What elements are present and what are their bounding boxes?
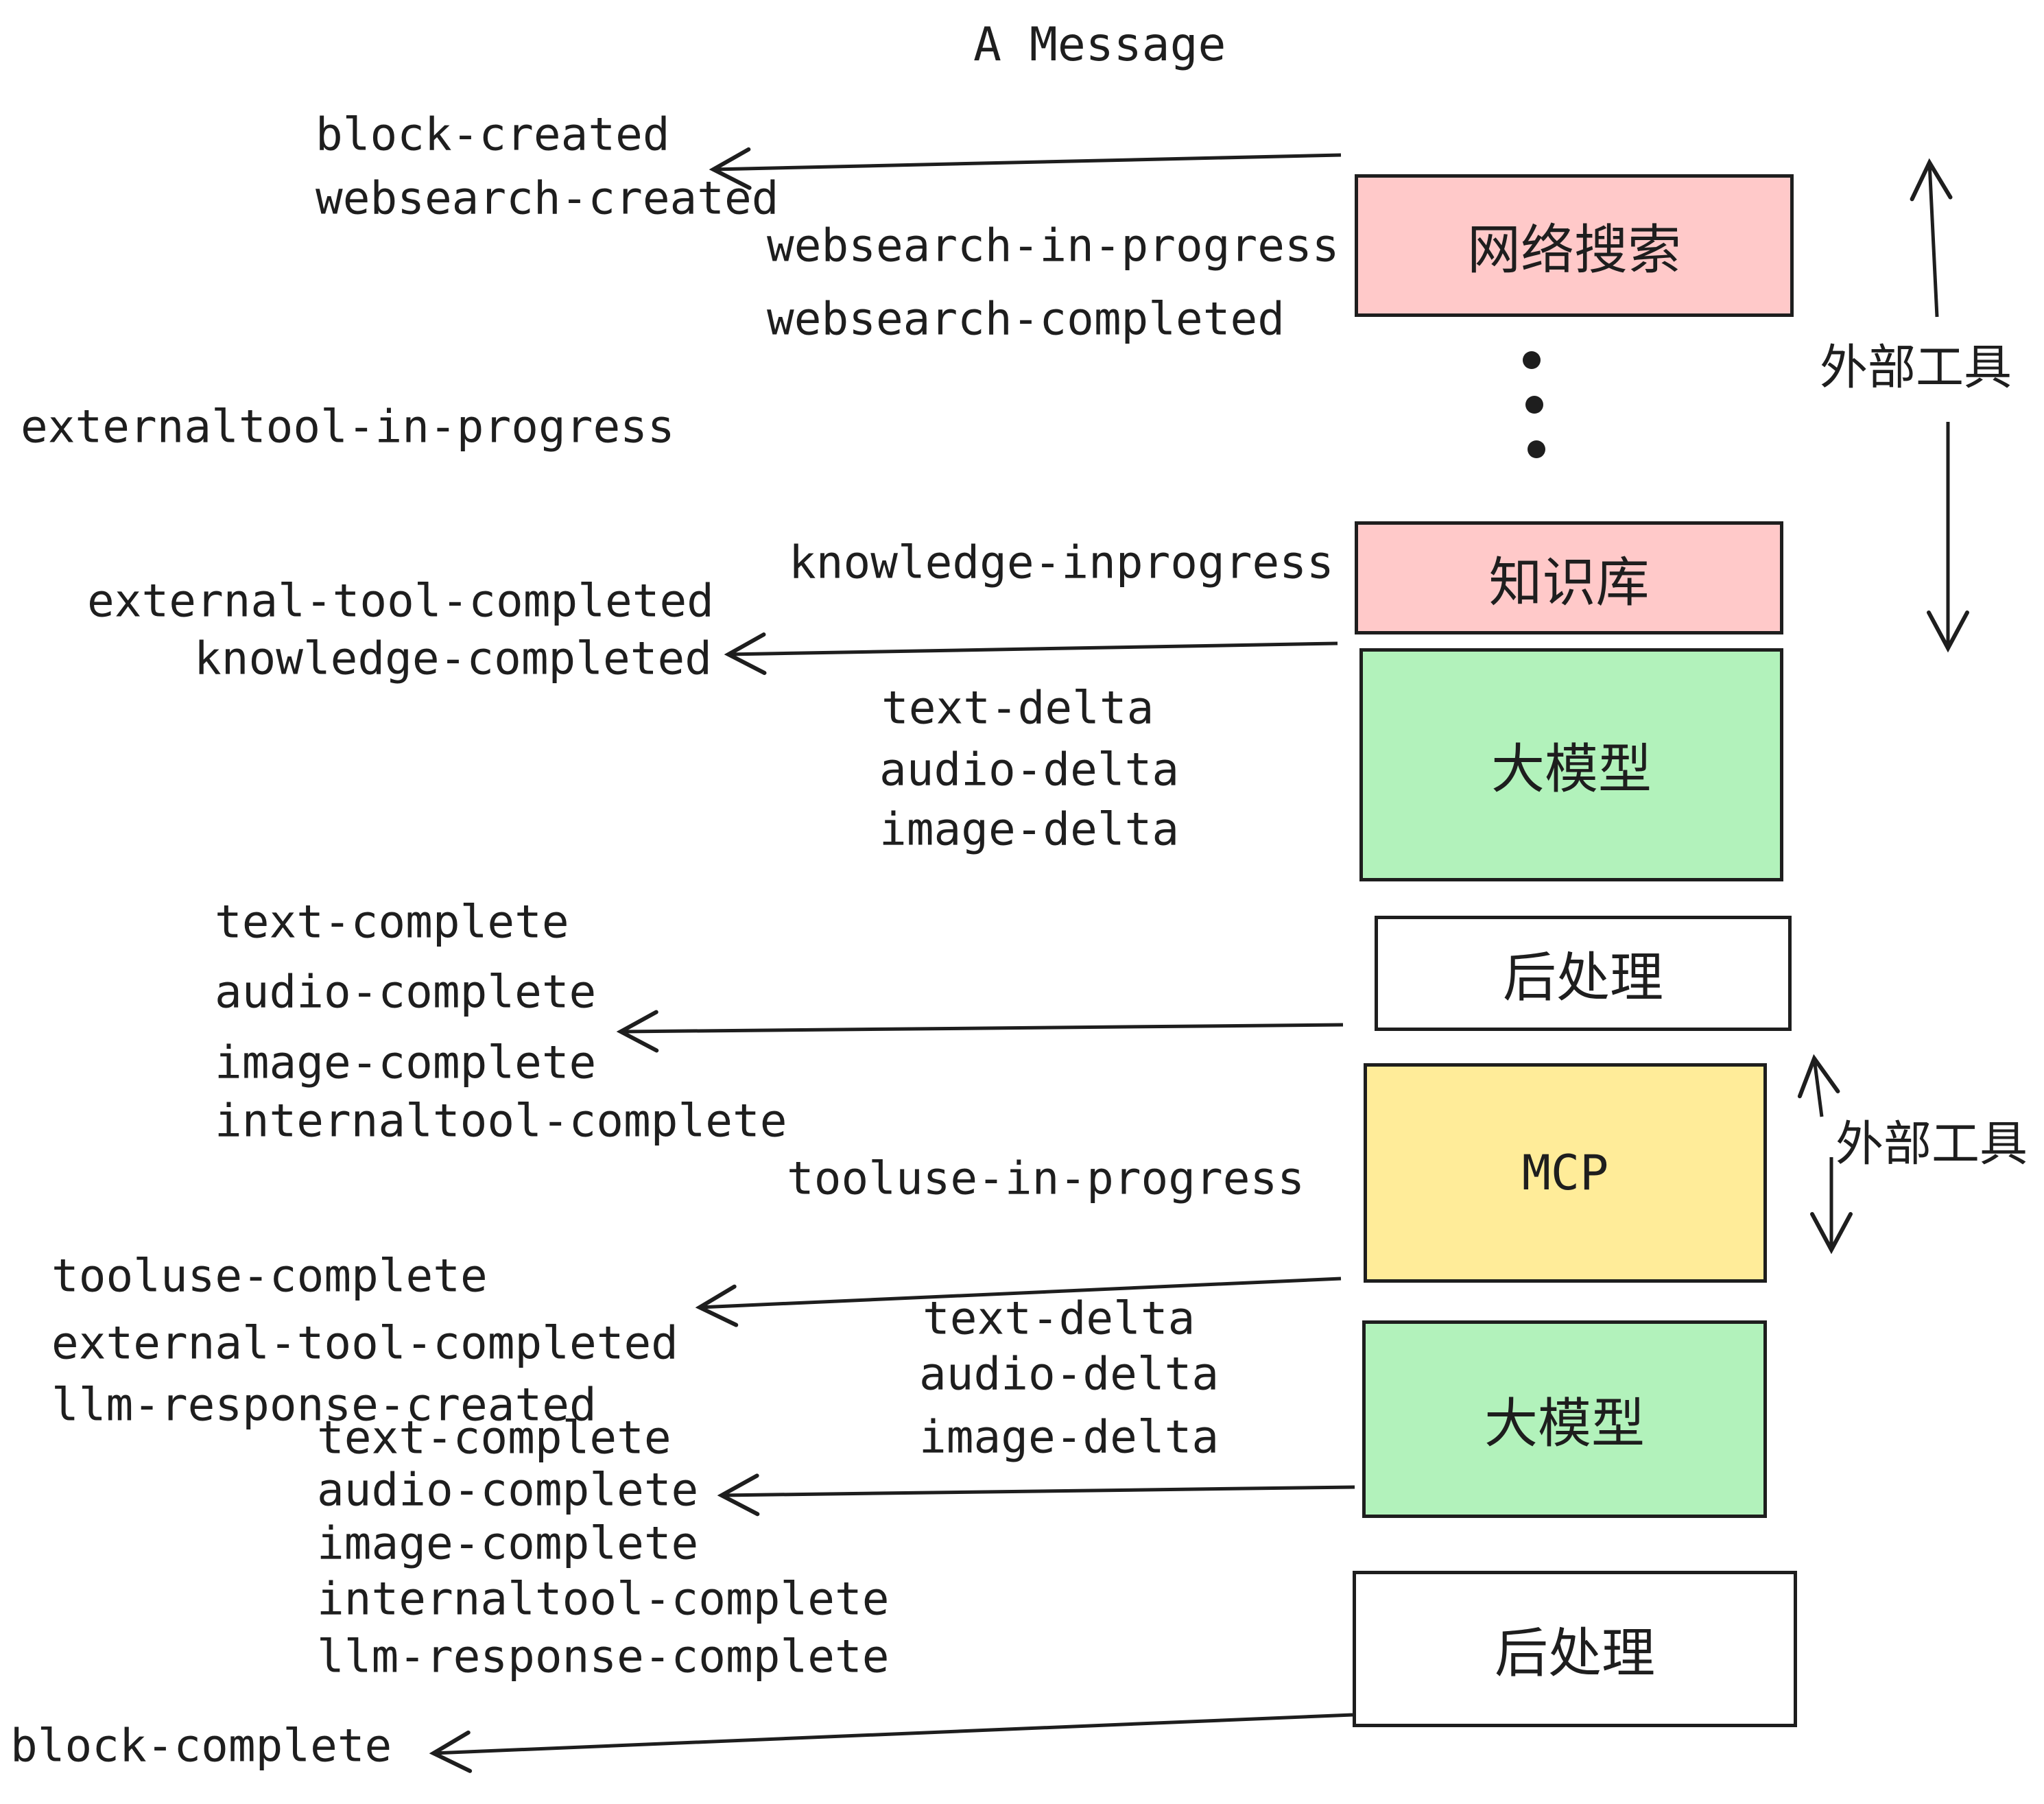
box-llm-top-label: 大模型	[1490, 739, 1652, 800]
arrow-to-block-complete	[429, 1713, 1353, 1773]
event-label-llm-response-complete: llm-response-complete	[317, 1630, 890, 1683]
event-label-block-created: block-created	[316, 108, 670, 161]
box-knowledge: 知识库	[1355, 521, 1783, 634]
event-label-text-complete-1: text-complete	[215, 895, 569, 949]
event-label-internaltool-complete-2: internaltool-complete	[317, 1572, 890, 1626]
arrow-llm-to-audio-complete	[717, 1473, 1355, 1517]
external-tools-label-mcp: 外部工具	[1835, 1115, 2028, 1172]
box-mcp: MCP	[1364, 1063, 1767, 1283]
event-label-external-tool-completed-2: external-tool-completed	[51, 1316, 678, 1370]
event-label-image-complete-1: image-complete	[215, 1036, 597, 1089]
event-label-websearch-completed: websearch-completed	[767, 292, 1285, 346]
external-tools-label-top: 外部工具	[1820, 339, 2012, 396]
arrow-websearch-to-block-created	[709, 147, 1342, 190]
box-mcp-label: MCP	[1521, 1145, 1609, 1201]
box-llm-bottom-label: 大模型	[1484, 1393, 1645, 1455]
arrow-to-knowledge-completed	[724, 632, 1338, 676]
ellipsis-dot	[1525, 396, 1543, 414]
box-postprocess-bottom: 后处理	[1353, 1571, 1797, 1727]
event-label-audio-complete-1: audio-complete	[215, 965, 597, 1019]
event-label-tooluse-complete: tooluse-complete	[51, 1249, 488, 1303]
ellipsis-dot	[1528, 440, 1545, 458]
box-websearch-label: 网络搜索	[1466, 219, 1681, 281]
event-label-block-complete: block-complete	[10, 1719, 392, 1772]
box-llm-top: 大模型	[1359, 648, 1783, 881]
external-tools-top-up-arrow	[1910, 158, 1953, 318]
arrow-mcp-to-tooluse-complete	[695, 1277, 1342, 1327]
event-label-audio-delta-2: audio-delta	[919, 1347, 1220, 1401]
event-label-external-tool-completed-1: external-tool-completed	[87, 574, 714, 628]
event-label-text-delta-2: text-delta	[923, 1292, 1196, 1345]
external-tools-mcp-up-arrow	[1797, 1054, 1840, 1117]
box-postprocess-bottom-label: 后处理	[1494, 1623, 1655, 1685]
box-postprocess-top: 后处理	[1375, 916, 1792, 1031]
event-label-audio-complete-2: audio-complete	[317, 1463, 699, 1517]
arrow-to-image-complete	[616, 1010, 1344, 1053]
box-llm-bottom: 大模型	[1362, 1320, 1767, 1518]
event-label-knowledge-inprogress: knowledge-inprogress	[789, 536, 1334, 589]
ellipsis-dot	[1523, 351, 1541, 369]
event-label-knowledge-completed: knowledge-completed	[194, 632, 712, 685]
box-websearch: 网络搜索	[1355, 174, 1794, 317]
event-label-tooluse-in-progress: tooluse-in-progress	[787, 1152, 1305, 1205]
event-label-internaltool-complete-1: internaltool-complete	[215, 1094, 787, 1148]
event-label-llm-response-created: llm-response-created	[51, 1378, 597, 1432]
event-label-audio-delta-1: audio-delta	[879, 743, 1180, 796]
event-label-text-delta-1: text-delta	[881, 681, 1154, 735]
event-label-externaltool-in-progress: externaltool-in-progress	[21, 400, 675, 453]
box-postprocess-top-label: 后处理	[1502, 947, 1663, 1009]
box-knowledge-label: 知识库	[1488, 551, 1650, 614]
event-label-websearch-created: websearch-created	[316, 171, 779, 225]
event-label-image-delta-2: image-delta	[919, 1410, 1220, 1464]
diagram-title: A Message	[973, 18, 1226, 72]
event-label-image-complete-2: image-complete	[317, 1517, 699, 1570]
event-label-text-complete-2: text-complete	[317, 1411, 672, 1464]
event-label-image-delta-1: image-delta	[879, 803, 1180, 856]
event-label-websearch-in-progress: websearch-in-progress	[767, 219, 1340, 272]
